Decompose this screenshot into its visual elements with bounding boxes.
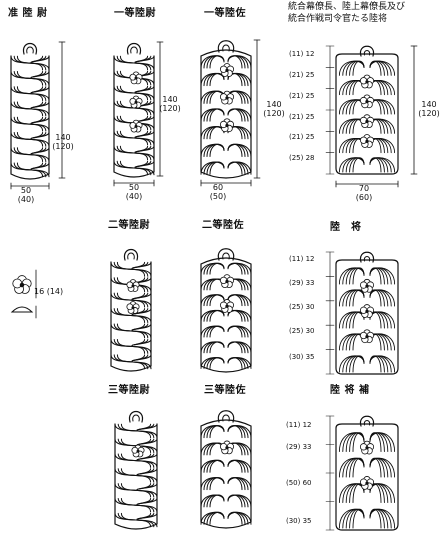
dim-line-height-itto-rikusa xyxy=(253,39,261,179)
star-icon xyxy=(359,476,375,490)
title-rikushoho: 陸 将 補 xyxy=(330,385,370,396)
star-icon xyxy=(129,95,143,109)
star-icon xyxy=(359,278,375,293)
dim-rikusho-level-5: (30) 35 xyxy=(289,353,315,361)
level-guides-rikushoho xyxy=(325,415,335,531)
dim-tokatsu-level-3: (21) 25 xyxy=(289,92,315,100)
level-guides-tokatsu xyxy=(325,45,335,175)
title-santo-rikusa: 三等陸佐 xyxy=(204,385,246,396)
dim-tokatsu-level-5: (21) 25 xyxy=(289,133,315,141)
dim-rikusho-level-2: (29) 33 xyxy=(289,279,315,287)
dim-rikusho-level-1: (11) 12 xyxy=(289,255,315,263)
dim-rikusho-level-3: (25) 30 xyxy=(289,303,315,311)
dim-rikushoho-level-3: (50) 60 xyxy=(286,479,312,487)
star-icon xyxy=(129,71,143,85)
title-rikusho: 陸 将 xyxy=(330,222,362,233)
dim-star-size: 16 (14) xyxy=(34,287,64,296)
star-icon xyxy=(359,329,375,344)
title-nito-rikui: 二等陸尉 xyxy=(108,220,150,231)
dim-width-itto-rikui: 50(40) xyxy=(125,183,143,201)
level-guides-rikusho xyxy=(325,251,335,375)
star-detail-drawing xyxy=(10,269,37,319)
dim-line-width-itto-rikui xyxy=(113,179,155,187)
star-icon xyxy=(359,94,375,109)
dim-line-height-tokatsu xyxy=(410,45,418,175)
star-icon xyxy=(219,63,235,77)
title-tokatsu-line2: 統合作戦司令官たる陸将 xyxy=(288,14,388,24)
dim-tokatsu-level-1: (11) 12 xyxy=(289,50,315,58)
dim-rikusho-level-4: (25) 30 xyxy=(289,327,315,335)
star-icon xyxy=(131,444,145,458)
insignia-tokatsu xyxy=(335,45,399,175)
star-icon xyxy=(359,304,375,318)
insignia-nito-rikusa xyxy=(200,248,252,373)
insignia-jun-rikui xyxy=(10,42,50,180)
star-icon xyxy=(129,119,143,133)
star-icon xyxy=(219,118,235,133)
star-icon xyxy=(359,440,375,455)
star-icon xyxy=(359,134,375,148)
dim-line-height-jun-rikui xyxy=(58,41,66,179)
dim-rikushoho-level-4: (30) 35 xyxy=(286,517,312,525)
dim-width-jun-rikui: 50(40) xyxy=(17,186,35,204)
star-icon xyxy=(359,74,375,89)
dim-tokatsu-level-4: (21) 25 xyxy=(289,113,315,121)
dim-height-jun-rikui: 140(120) xyxy=(52,133,74,151)
insignia-santo-rikusa xyxy=(200,410,252,529)
insignia-rikusho xyxy=(335,251,399,375)
star-icon xyxy=(126,279,140,292)
dim-line-width-jun-rikui xyxy=(10,182,50,190)
dim-line-width-tokatsu xyxy=(335,180,399,188)
insignia-rikushoho xyxy=(335,415,399,531)
title-jun-rikui: 准 陸 尉 xyxy=(8,8,48,19)
insignia-itto-rikui xyxy=(113,42,155,178)
star-icon xyxy=(219,90,235,105)
star-icon xyxy=(126,301,140,314)
title-itto-rikusa: 一等陸佐 xyxy=(204,8,246,19)
title-santo-rikui: 三等陸尉 xyxy=(108,385,150,396)
title-itto-rikui: 一等陸尉 xyxy=(114,8,156,19)
insignia-santo-rikui xyxy=(114,410,158,530)
dim-rikushoho-level-2: (29) 33 xyxy=(286,443,312,451)
dim-height-tokatsu: 140(120) xyxy=(418,100,440,118)
dim-width-tokatsu: 70(60) xyxy=(355,184,373,202)
dim-width-itto-rikusa: 60(50) xyxy=(209,183,227,201)
star-icon xyxy=(219,299,235,313)
dim-tokatsu-level-6: (25) 28 xyxy=(289,154,315,162)
dim-height-itto-rikui: 140(120) xyxy=(159,95,181,113)
dim-line-height-itto-rikui xyxy=(156,41,164,177)
star-icon xyxy=(219,274,235,289)
insignia-nito-rikui xyxy=(110,248,152,372)
title-nito-rikusa: 二等陸佐 xyxy=(202,220,244,231)
star-icon xyxy=(219,440,235,455)
dim-rikushoho-level-1: (11) 12 xyxy=(286,421,312,429)
dim-tokatsu-level-2: (21) 25 xyxy=(289,71,315,79)
dim-height-itto-rikusa: 140(120) xyxy=(263,100,285,118)
title-tokatsu-line1: 統合幕僚長、陸上幕僚長及び xyxy=(288,2,406,12)
dim-line-width-itto-rikusa xyxy=(200,179,252,187)
insignia-itto-rikusa xyxy=(200,40,252,179)
star-icon xyxy=(359,114,375,129)
star-icon xyxy=(12,275,32,294)
